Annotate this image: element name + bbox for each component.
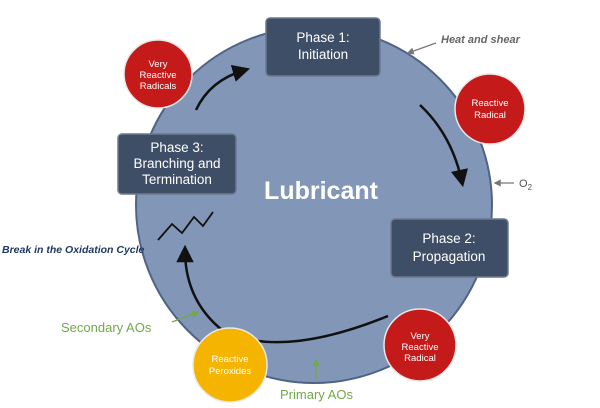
oxygen-label: O2 bbox=[519, 178, 533, 192]
secondary-aos-pointer bbox=[171, 310, 200, 323]
secondary-aos-label: Secondary AOs bbox=[61, 320, 152, 335]
phase-3-line-3: Termination bbox=[142, 172, 212, 187]
bubble-1-line-2: Reactive bbox=[140, 70, 177, 81]
heat-and-shear-label: Heat and shear bbox=[441, 34, 521, 46]
phase-2-line-2: Propagation bbox=[413, 249, 486, 264]
reactive-peroxides-bubble: Reactive Peroxides bbox=[192, 327, 268, 403]
zigzag-break-icon bbox=[157, 211, 214, 241]
break-in-cycle-label: Break in the Oxidation Cycle bbox=[2, 244, 145, 256]
bubble-3-line-3: Radical bbox=[404, 353, 436, 364]
phase-1-box: Phase 1: Initiation bbox=[265, 17, 381, 77]
reactive-radical-bubble: Reactive Radical bbox=[454, 73, 526, 145]
bubble-2-line-2: Radical bbox=[474, 110, 506, 121]
bubble-1-line-3: Radicals bbox=[140, 81, 177, 92]
phase-2-line-1: Phase 2: bbox=[422, 231, 475, 246]
bubble-2-line-1: Reactive bbox=[472, 98, 509, 109]
primary-aos-label: Primary AOs bbox=[280, 387, 353, 402]
cycle-arrow-to-phase1 bbox=[194, 64, 251, 111]
phase-2-box: Phase 2: Propagation bbox=[390, 218, 509, 278]
cycle-arrow-to-phase2 bbox=[419, 104, 469, 188]
phase-3-line-1: Phase 3: bbox=[150, 140, 203, 155]
bubble-4-line-2: Peroxides bbox=[209, 366, 251, 377]
very-reactive-radical-bubble: Very Reactive Radical bbox=[383, 308, 457, 382]
phase-1-line-2: Initiation bbox=[298, 47, 348, 62]
phase-1-line-1: Phase 1: bbox=[296, 30, 349, 45]
heat-and-shear-pointer bbox=[406, 42, 437, 55]
lubricant-label: Lubricant bbox=[264, 177, 379, 205]
phase-3-line-2: Branching and bbox=[133, 156, 220, 171]
bubble-4-line-1: Reactive bbox=[212, 354, 249, 365]
bubble-3-line-1: Very bbox=[410, 331, 429, 342]
bubble-1-line-1: Very bbox=[148, 59, 167, 70]
bubble-3-line-2: Reactive bbox=[402, 342, 439, 353]
very-reactive-radicals-bubble: Very Reactive Radicals bbox=[123, 39, 193, 109]
phase-3-box: Phase 3: Branching and Termination bbox=[117, 133, 237, 195]
